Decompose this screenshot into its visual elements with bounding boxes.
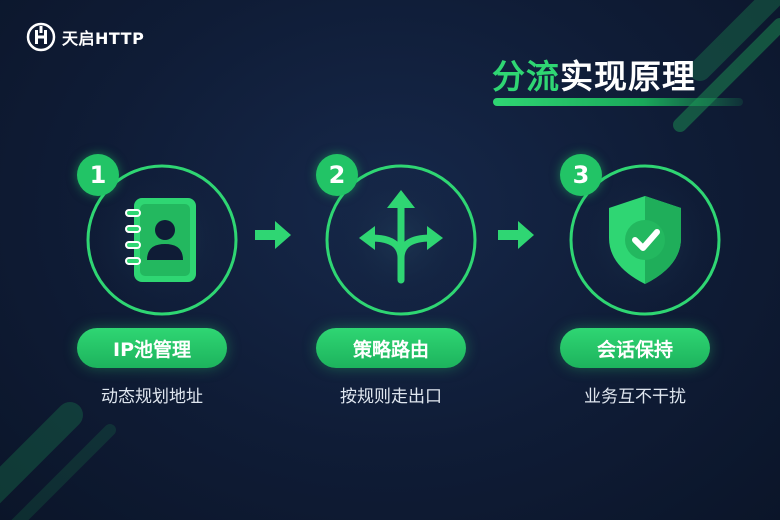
step-label: 策略路由 (316, 328, 466, 368)
page-title: 分流实现原理 (492, 50, 696, 98)
brand-logo: 天启HTTP (26, 22, 144, 52)
arrow-right-icon (255, 221, 291, 249)
step-label: 会话保持 (560, 328, 710, 368)
step-ip-pool: 1 IP池管理 动态规划地址 (77, 154, 257, 454)
title-rest: 实现原理 (560, 57, 696, 96)
step-description: 按规则走出口 (340, 387, 442, 407)
step-description: 动态规划地址 (101, 387, 203, 407)
contact-book-icon (125, 198, 196, 282)
arrow-right-icon (498, 221, 534, 249)
step-label: IP池管理 (77, 328, 227, 368)
tianqi-logo-icon (26, 22, 56, 52)
brand-name: 天启HTTP (62, 29, 145, 48)
step-circle (82, 160, 242, 320)
step-number-badge: 2 (316, 154, 358, 196)
title-accent: 分流 (492, 57, 560, 96)
title-underline (493, 98, 743, 106)
step-policy-routing: 2 策略路由 按规则走出口 (316, 154, 496, 454)
split-route-arrows-icon (359, 190, 443, 284)
step-description: 业务互不干扰 (584, 387, 686, 407)
shield-check-icon (609, 196, 681, 284)
step-number-badge: 3 (560, 154, 602, 196)
step-session-keep: 3 会话保持 业务互不干扰 (560, 154, 740, 454)
step-circle (321, 160, 481, 320)
step-number-badge: 1 (77, 154, 119, 196)
step-circle (565, 160, 725, 320)
